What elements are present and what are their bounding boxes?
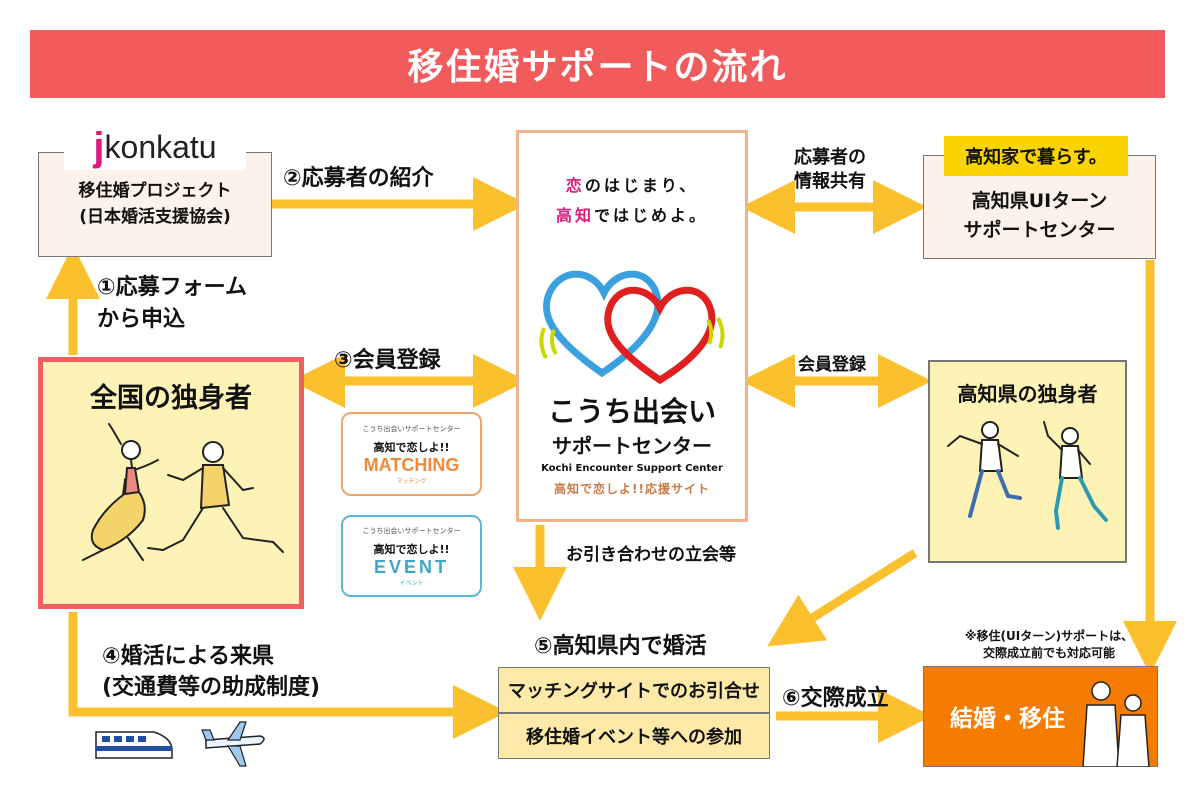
train-icon — [95, 731, 173, 759]
jkonkatu-logo-text: konkatu — [104, 128, 217, 165]
activity-matching-site: マッチングサイトでのお引合せ — [498, 667, 770, 713]
step1-line1: ①応募フォーム — [97, 275, 247, 300]
arrow-visit — [68, 612, 507, 739]
info-share-line1: 応募者の — [794, 147, 866, 168]
matching-kana: マッチング — [396, 477, 427, 485]
meeting-label: お引き合わせの立会等 — [566, 545, 736, 565]
step6-label: ⑥交際成立 — [782, 686, 889, 711]
couple-illustration — [1082, 681, 1150, 767]
jkonkatu-logo: j konkatu — [64, 124, 246, 170]
kochi-singles-box: 高知県の独身者 — [928, 360, 1127, 563]
tagline-love: 恋 — [565, 176, 585, 195]
national-singles-box: 全国の独身者 — [38, 357, 304, 609]
matching-small: こうち出会いサポートセンター — [362, 424, 461, 433]
event-big: EVENT — [373, 556, 449, 577]
kochi-center-logo: 高知家で暮らす。 — [944, 136, 1128, 176]
step2-label: ②応募者の紹介 — [283, 166, 434, 191]
step4-line2: (交通費等の助成制度) — [102, 674, 321, 700]
hearts-logo — [539, 270, 725, 384]
jkonkatu-logo-j: j — [93, 124, 105, 169]
national-singles-title: 全国の独身者 — [90, 383, 252, 414]
kochi-center-line2: サポートセンター — [963, 219, 1116, 241]
step4-label: ④婚活による来県 (交通費等の助成制度) — [102, 642, 320, 704]
info-share-line2: 情報共有 — [794, 171, 866, 193]
step1-label: ①応募フォーム から申込 — [97, 272, 247, 336]
event-card: こうち出会いサポートセンター 高知で恋しよ!! EVENT イベント — [341, 515, 482, 597]
event-small: こうち出会いサポートセンター — [362, 526, 461, 535]
member-reg-right-label: 会員登録 — [798, 355, 866, 375]
kochi-encounter-center-card: 恋のはじまり、 高知ではじめよ。 こうち出会い サポートセンター Kochi E… — [516, 130, 748, 522]
airplane-icon — [201, 721, 265, 767]
event-kana: イベント — [399, 579, 424, 587]
arrow-kochi-diagonal — [767, 549, 918, 647]
matching-line1: 高知で恋しよ!! — [373, 440, 450, 454]
matching-card: こうち出会いサポートセンター 高知で恋しよ!! MATCHING マッチング — [341, 412, 482, 496]
support-note-line2: 交際成立前でも対応可能 — [982, 646, 1115, 661]
kochi-singles-title: 高知県の独身者 — [957, 382, 1098, 406]
jumping-people-illustration — [82, 423, 284, 561]
tagline-1-rest: のはじまり、 — [584, 176, 699, 195]
support-note: ※移住(UIターン)サポートは、 交際成立前でも対応可能 — [940, 628, 1158, 663]
center-tagline: 恋のはじまり、 高知ではじめよ。 — [556, 171, 708, 232]
kochi-center-line1: 高知県UIターン — [971, 189, 1108, 212]
page-title-banner: 移住婚サポートの流れ — [30, 30, 1165, 98]
matching-big: MATCHING — [363, 454, 460, 475]
jkonkatu-line1: 移住婚プロジェクト — [78, 181, 232, 201]
tagline-kochi: 高知 — [555, 206, 594, 226]
center-name-2: サポートセンター — [552, 433, 712, 458]
info-share-label: 応募者の 情報共有 — [794, 146, 866, 195]
jkonkatu-line2: (日本婚活支援協会) — [79, 206, 231, 227]
event-line1: 高知で恋しよ!! — [373, 542, 450, 556]
result-label: 結婚・移住 — [950, 706, 1065, 732]
step5-label: ⑤高知県内で婚活 — [534, 634, 707, 659]
kochi-center-logo-text: 高知家で暮らす。 — [965, 147, 1107, 168]
support-note-line1: ※移住(UIターン)サポートは、 — [964, 629, 1134, 643]
center-name-1: こうち出会い — [547, 394, 716, 428]
step1-line2: から申込 — [97, 306, 186, 332]
activity-event-participation: 移住婚イベント等への参加 — [498, 713, 770, 759]
page-title: 移住婚サポートの流れ — [407, 47, 788, 88]
tagline-2-rest: ではじめよ。 — [594, 206, 709, 226]
kochi-people-illustration — [947, 421, 1108, 530]
center-english: Kochi Encounter Support Center — [541, 462, 723, 474]
step4-line1: ④婚活による来県 — [102, 644, 274, 669]
step3-label: ③会員登録 — [334, 348, 441, 373]
result-box: 結婚・移住 — [923, 666, 1158, 767]
center-sub: 高知で恋しよ!!応援サイト — [554, 481, 710, 496]
